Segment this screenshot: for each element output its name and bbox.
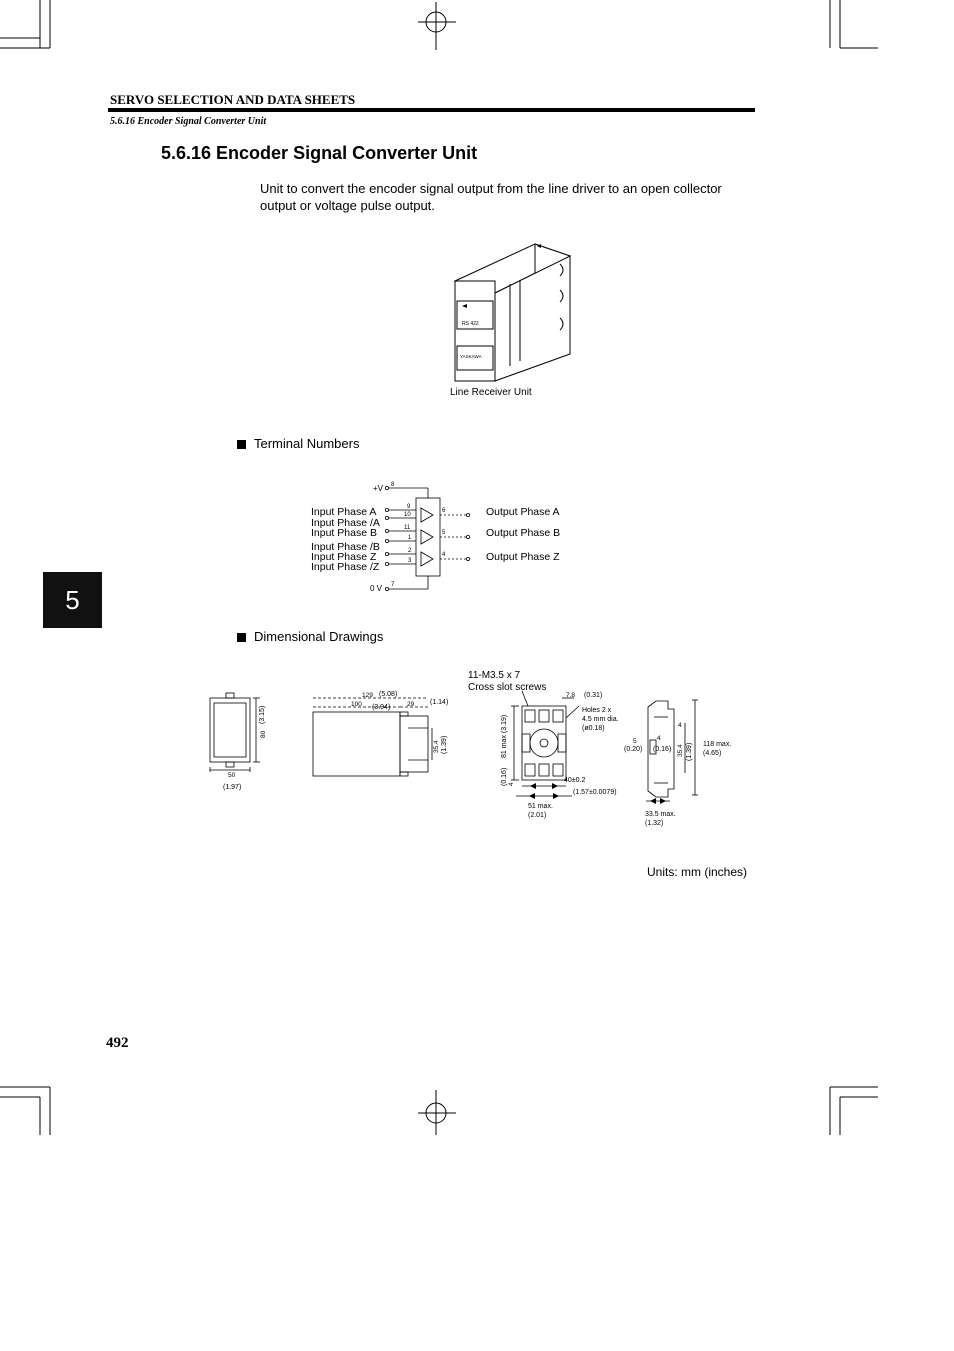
intro-paragraph: Unit to convert the encoder signal outpu…: [260, 181, 722, 213]
socket-holes-label: (ø0.18): [582, 725, 605, 732]
socket-side-height: 118 max.: [703, 741, 731, 748]
side-total-depth-inches: (5.08): [379, 691, 397, 698]
socket-pitch: 40±0.2: [564, 777, 585, 784]
header-rule: [108, 108, 755, 112]
side-total-depth: 129: [362, 692, 373, 699]
units-note: Units: mm (inches): [647, 865, 748, 879]
terminal-numbers-heading-text: Terminal Numbers: [254, 436, 360, 451]
supply-pin: 8: [391, 482, 395, 488]
socket-plan-drawing: 7.8 (0.31) Holes 2 x 4.5 mm dia. (ø0.18)…: [501, 690, 619, 819]
square-bullet-icon: [237, 440, 246, 449]
socket-side-offset: 5: [633, 738, 637, 745]
supply-label: +V: [373, 484, 384, 493]
front-view-drawing: 50 (1.97) 80 (3.15): [209, 692, 267, 791]
panel-label-top: RS 422: [462, 321, 479, 327]
socket-holes-label: 4.5 mm dia.: [582, 716, 619, 723]
ground-pin: 7: [391, 582, 395, 588]
terminal-diagram: +V 8 0 V 7 Input Phase A Input Phase /A …: [311, 482, 560, 593]
socket-width-inches: (2.01): [528, 812, 546, 819]
input-label: Input Phase B: [311, 527, 377, 539]
ground-label: 0 V: [370, 584, 383, 593]
input-label: Input Phase Z: [311, 551, 377, 563]
socket-side-top-pin: 4: [678, 722, 682, 729]
side-base-depth-inches: (1.14): [430, 699, 448, 706]
chapter-tab: 5: [43, 572, 102, 628]
terminal-numbers-heading: Terminal Numbers: [237, 436, 359, 451]
socket-gap: 7.8: [566, 692, 575, 699]
input-label: Input Phase /A: [311, 517, 380, 529]
input-pin: 11: [404, 525, 411, 531]
output-label: Output Phase Z: [486, 551, 560, 563]
side-base-depth: 29: [407, 701, 415, 708]
dimensional-drawings-heading: Dimensional Drawings: [237, 629, 383, 644]
page-number: 492: [106, 1035, 129, 1051]
socket-screws-label: Cross slot screws: [468, 682, 547, 693]
input-pin: 1: [408, 535, 412, 541]
socket-pitch-inches: (1.57±0.0079): [573, 789, 617, 796]
input-pin: 2: [408, 548, 412, 554]
section-title: 5.6.16 Encoder Signal Converter Unit: [161, 143, 478, 163]
output-label: Output Phase A: [486, 506, 560, 518]
socket-side-width: 33.5 max.: [645, 811, 676, 818]
running-header-subtitle: 5.6.16 Encoder Signal Converter Unit: [110, 116, 267, 127]
socket-side-inner: 4: [657, 735, 661, 742]
figure-caption: Line Receiver Unit: [450, 387, 532, 398]
input-label: Input Phase /B: [311, 541, 380, 553]
side-base-height-inches: (1.39): [441, 736, 448, 754]
output-pin: 6: [442, 508, 446, 514]
socket-side-drawing: 5 (0.20) 4 (0.16) 4 35.4 (1.39) 118 max.…: [624, 699, 731, 827]
front-width-inches: (1.97): [223, 784, 241, 791]
dimensional-drawings-heading-text: Dimensional Drawings: [254, 629, 384, 644]
front-width: 50: [228, 772, 236, 779]
socket-holes-label: Holes 2 x: [582, 707, 612, 714]
socket-gap-inches: (0.31): [584, 692, 602, 699]
side-body-depth-inches: (3.94): [372, 704, 390, 711]
side-view-drawing: 129 (5.08) 100 (3.94) 29 (1.14) 35.4 (1.…: [312, 691, 448, 777]
output-label: Output Phase B: [486, 527, 560, 539]
socket-side-offset-inches: (0.20): [624, 746, 642, 753]
front-height-inches: (3.15): [259, 706, 266, 724]
socket-height: 81 max (3.19): [501, 715, 508, 758]
socket-edge: 4: [509, 782, 515, 786]
input-label: Input Phase A: [311, 506, 376, 518]
socket-edge-inches: (0.16): [501, 768, 508, 786]
side-body-depth: 100: [351, 701, 362, 708]
input-pin: 10: [404, 512, 411, 518]
line-receiver-unit-illustration: RS 422 YASKAWA: [453, 243, 572, 382]
socket-side-mid: 35.4: [677, 744, 684, 757]
side-base-height: 35.4: [433, 740, 440, 753]
panel-label-bottom: YASKAWA: [460, 354, 482, 359]
socket-side-height-inches: (4.65): [703, 750, 721, 757]
running-header-title: SERVO SELECTION AND DATA SHEETS: [110, 92, 356, 107]
socket-screws-label: 11-M3.5 x 7: [468, 670, 521, 681]
socket-width: 51 max.: [528, 803, 553, 810]
output-pin: 4: [442, 552, 446, 558]
socket-side-width-inches: (1.32): [645, 820, 663, 827]
output-pin: 5: [442, 530, 446, 536]
front-height: 80: [260, 730, 267, 738]
input-label: Input Phase /Z: [311, 561, 380, 573]
socket-side-inner-inches: (0.16): [653, 746, 671, 753]
input-pin: 9: [407, 504, 411, 510]
input-pin: 3: [408, 558, 412, 564]
square-bullet-icon: [237, 633, 246, 642]
socket-side-mid-inches: (1.39): [686, 743, 693, 761]
